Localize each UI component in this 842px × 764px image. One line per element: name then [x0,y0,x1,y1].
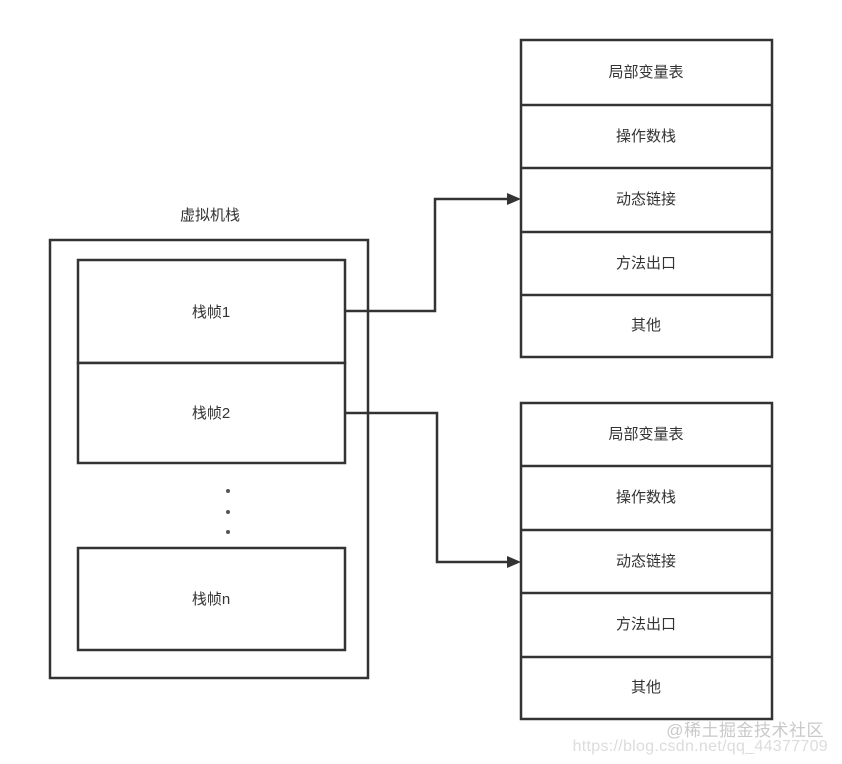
watermark-url: https://blog.csdn.net/qq_44377709 [572,738,828,755]
frames-ellipsis-icon [226,489,230,534]
connector-frame2-to-dynamic-link [345,411,512,564]
stack-title: 虚拟机栈 [180,207,240,224]
connector-frame2-arrow-head-icon [507,556,521,568]
frame-detail-top-row-operand-stack: 操作数栈 [616,128,676,145]
frame-detail-bottom-box [519,401,774,721]
frame-detail-bottom-row-dynamic-link: 动态链接 [616,553,676,570]
frame-detail-top-row-dynamic-link: 动态链接 [616,191,676,208]
stack-frame-2-box[interactable] [76,361,347,465]
watermark-brand: @稀土掘金技术社区 [666,721,824,740]
frame-detail-bottom-row-method-exit: 方法出口 [616,616,676,633]
stack-frame-n-box[interactable] [76,546,347,652]
frame-detail-top-row-method-exit: 方法出口 [616,255,676,272]
connector-frame1-arrow-head-icon [507,193,521,205]
stack-frame-1-box[interactable] [76,258,347,365]
frame-detail-top-box [519,38,774,359]
stack-frame-2-label: 栈帧2 [192,405,230,422]
connector-frame1-to-dynamic-link [345,197,512,313]
frame-detail-bottom-row-local-var-table: 局部变量表 [608,426,683,443]
frame-detail-top-row-other: 其他 [631,317,661,334]
frame-detail-bottom-row-operand-stack: 操作数栈 [616,489,676,506]
frame-detail-top-row-local-var-table: 局部变量表 [608,64,683,81]
stack-frame-n-label: 栈帧n [192,591,230,608]
stack-frame-1-label: 栈帧1 [192,304,230,321]
frame-detail-bottom-row-other: 其他 [631,679,661,696]
